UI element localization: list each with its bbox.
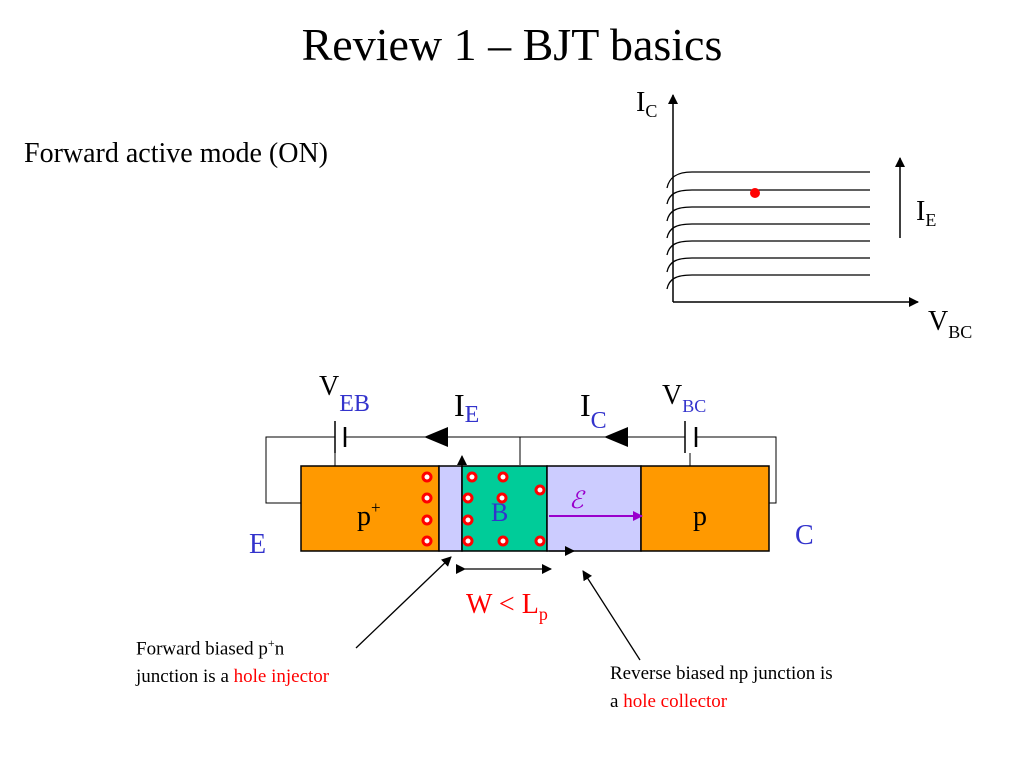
vbc-axis-label: VBC xyxy=(928,306,972,342)
injector-callout-pointer xyxy=(355,556,452,649)
hole xyxy=(462,492,474,504)
bias-circuit xyxy=(265,421,777,504)
collector-callout-pointer xyxy=(582,570,641,661)
bc-depletion-region xyxy=(546,465,642,552)
collector-wire xyxy=(696,436,777,504)
hole xyxy=(462,535,474,547)
hole xyxy=(421,535,433,547)
collector-doping-label: p xyxy=(693,501,707,532)
mode-subtitle: Forward active mode (ON) xyxy=(24,138,329,169)
hole xyxy=(534,535,546,547)
ic-curve-family xyxy=(666,171,870,290)
base-width-relation: W < Lp xyxy=(466,589,548,624)
callout-line: Reverse biased np junction is xyxy=(610,663,833,684)
emitter-terminal-label: E xyxy=(249,529,266,560)
hole xyxy=(421,514,433,526)
vbc-label: VBC xyxy=(662,380,706,416)
hole xyxy=(421,492,433,504)
hole xyxy=(534,484,546,496)
hole-collector-callout: Reverse biased np junction is a hole col… xyxy=(610,660,833,716)
eb-depletion-region xyxy=(438,465,463,552)
collector-terminal-label: C xyxy=(795,520,814,551)
hole xyxy=(462,514,474,526)
emitter-doping-label: p+ xyxy=(357,498,381,532)
callout-line: Forward biased p+n xyxy=(136,636,285,660)
ic-curve xyxy=(666,189,870,205)
ic-curve xyxy=(666,223,870,239)
ic-axis-label: IC xyxy=(636,87,657,121)
hole xyxy=(497,471,509,483)
output-characteristics-graph xyxy=(666,94,919,307)
ic-label: IC xyxy=(580,387,607,434)
ic-curve xyxy=(666,240,870,256)
base-region-label: B xyxy=(491,498,508,527)
ic-curve xyxy=(666,257,870,273)
field-symbol: ℰ xyxy=(569,488,586,514)
emitter-region xyxy=(300,465,440,552)
ic-curve xyxy=(666,171,870,189)
hole-injector-callout: Forward biased p+n junction is a hole in… xyxy=(136,629,329,691)
operating-point-dot xyxy=(750,188,760,198)
callout-line: a hole collector xyxy=(610,691,728,712)
ic-curve xyxy=(666,206,870,222)
veb-label: VEB xyxy=(319,371,370,417)
hole xyxy=(466,471,478,483)
hole xyxy=(497,535,509,547)
ie-label: IE xyxy=(454,387,479,428)
ic-current-arrow-head xyxy=(604,427,628,447)
hole xyxy=(421,471,433,483)
injected-holes xyxy=(421,471,546,547)
ie-current-arrow-head xyxy=(424,427,448,447)
hole xyxy=(496,492,508,504)
callout-line: junction is a hole injector xyxy=(136,666,330,688)
emitter-wire xyxy=(265,436,335,504)
slide-title: Review 1 – BJT basics xyxy=(301,19,723,70)
collector-region xyxy=(640,465,770,552)
ie-family-label: IE xyxy=(916,196,936,230)
ic-curve xyxy=(666,274,870,290)
